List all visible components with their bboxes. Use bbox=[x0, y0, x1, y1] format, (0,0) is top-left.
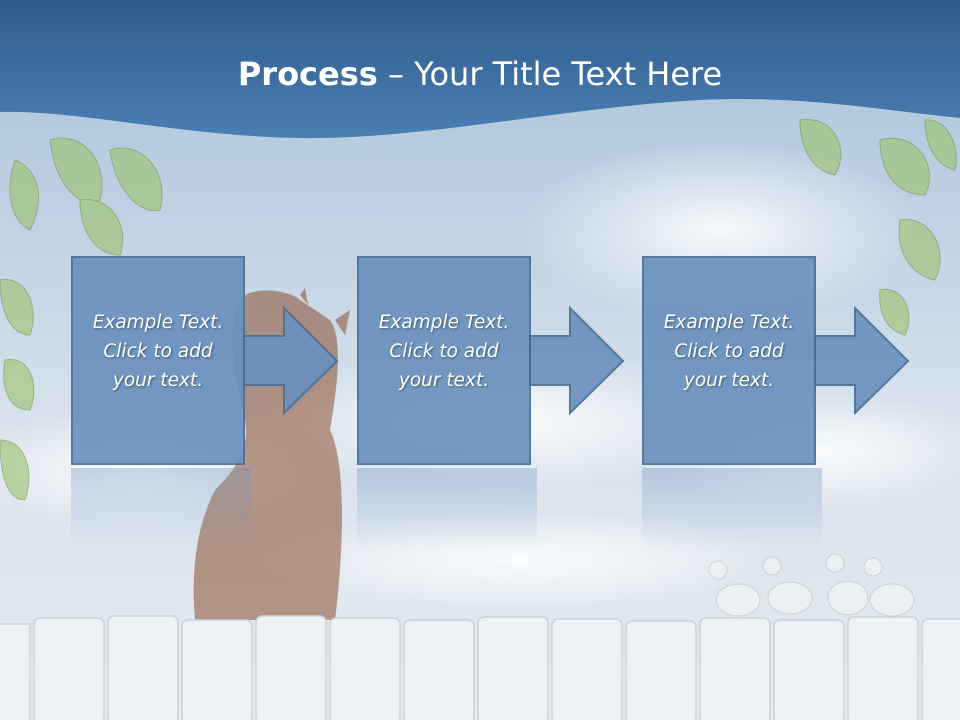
slide-title[interactable]: Process – Your Title Text Here bbox=[0, 52, 960, 96]
leaves-left bbox=[0, 137, 163, 501]
title-rest: – Your Title Text Here bbox=[377, 55, 723, 93]
process-step-3[interactable]: Example Text. Click to add your text. bbox=[642, 256, 960, 466]
step-1-text[interactable]: Example Text. Click to add your text. bbox=[92, 312, 224, 391]
doves-illustration bbox=[708, 553, 915, 617]
picket-fence bbox=[0, 615, 960, 720]
step-2-text[interactable]: Example Text. Click to add your text. bbox=[378, 312, 510, 391]
title-banner bbox=[0, 0, 960, 139]
title-bold: Process bbox=[237, 55, 378, 93]
step-shape-1 bbox=[71, 256, 339, 465]
step-shape-2 bbox=[357, 256, 625, 465]
step-shape-3 bbox=[642, 256, 910, 465]
step-3-text[interactable]: Example Text. Click to add your text. bbox=[663, 312, 795, 391]
process-step-2[interactable]: Example Text. Click to add your text. bbox=[357, 256, 702, 466]
leaves-right bbox=[799, 119, 957, 336]
process-step-1[interactable]: Example Text. Click to add your text. bbox=[71, 256, 416, 466]
